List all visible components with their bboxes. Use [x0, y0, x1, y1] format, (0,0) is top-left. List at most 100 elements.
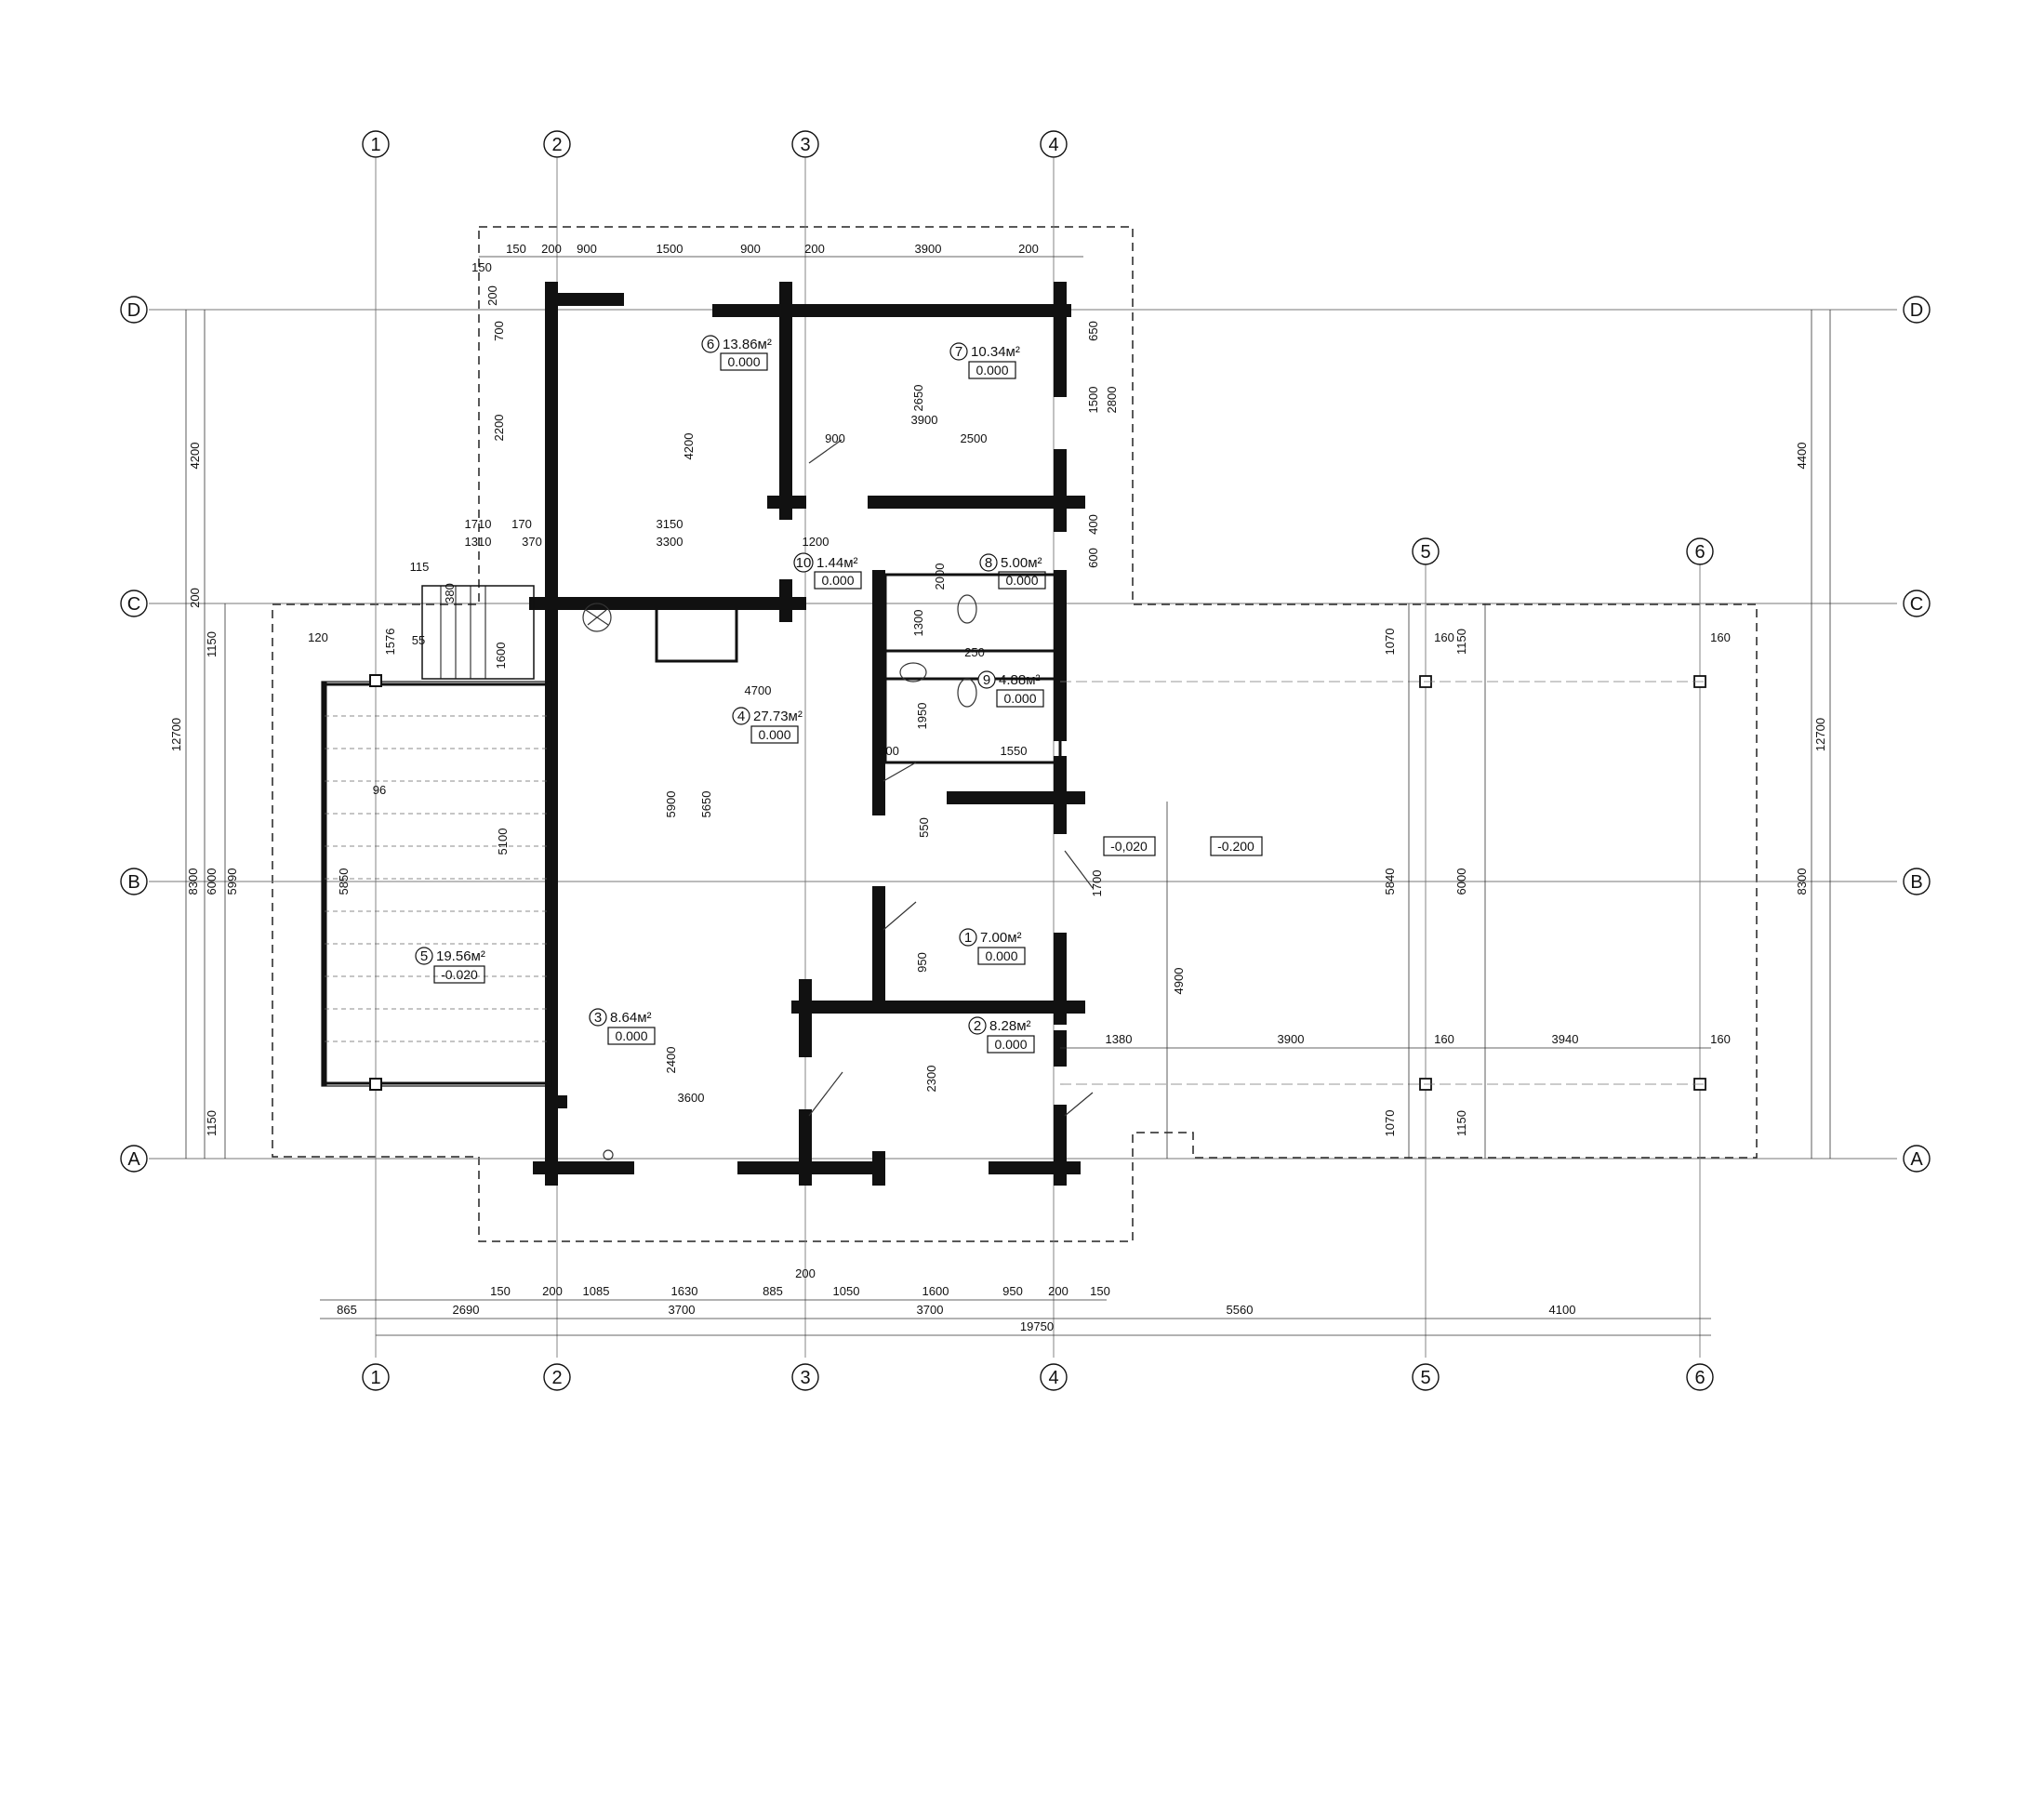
entry-steps: [421, 585, 535, 680]
dim-text: 650: [1086, 321, 1100, 341]
dim-text: 4900: [1172, 968, 1186, 995]
dim-text: 4700: [745, 683, 772, 697]
room-tag-4: 4 27.73м² 0.000: [732, 707, 803, 744]
axis-bubble-labels: 1 2 3 4 5 6 1 2 3 4 5 6 D C B A D C B A: [127, 135, 1924, 1388]
room-level: -0.020: [441, 967, 478, 982]
dim-text: 1700: [1090, 870, 1104, 897]
dim-text: 1050: [833, 1284, 860, 1298]
dim-text: 1380: [1106, 1032, 1133, 1046]
dim-text: 115: [410, 560, 430, 574]
dim-text: 400: [1086, 514, 1100, 535]
axis-bubble-top-1: [362, 130, 390, 158]
dim-text: 550: [917, 817, 931, 838]
carport-level-mark: -0.200: [1217, 839, 1254, 854]
axis-bubble-top-5: [1412, 537, 1440, 565]
door-swing: [808, 1071, 843, 1117]
room-area: 8.64м²: [610, 1010, 652, 1026]
dim-text: 800: [879, 744, 899, 758]
room-tags: 6 13.86м² 0.000 7 10.34м² 0.000 10 1.44м…: [415, 335, 1046, 1054]
room-number: 9: [983, 672, 990, 688]
dim-text: 160: [1710, 1032, 1731, 1046]
dim-text: 1310: [465, 535, 492, 549]
stair-line: [587, 609, 607, 626]
dim-left: 4200 200 12700 1150 8300 6000 5990 1150: [169, 443, 239, 1136]
room-number: 4: [737, 709, 745, 724]
dim-text: 1500: [1086, 387, 1100, 414]
dim-text: 160: [1710, 630, 1731, 644]
room-tag-10: 10 1.44м² 0.000: [793, 552, 862, 590]
axis-label-bottom-4: 4: [1048, 1368, 1058, 1388]
dim-text: 700: [492, 321, 506, 341]
dim-bottom-chain-2: 865 2690 3700 3700 5560 4100 19750: [337, 1303, 1575, 1333]
dim-misc: 150 200 700 2200 4200 2650 3900 900 2500…: [308, 260, 1186, 1105]
room-level: 0.000: [976, 363, 1008, 378]
axis-label-bottom-2: 2: [551, 1368, 562, 1388]
axis-bubble-right-d: [1903, 296, 1931, 324]
toilet-icon: [957, 594, 977, 624]
dim-text: 1550: [1001, 744, 1028, 758]
dim-text: 1600: [494, 643, 508, 669]
room-area: 8.28м²: [989, 1018, 1031, 1034]
axis-bubble-right-a: [1903, 1145, 1931, 1173]
axis-label-bottom-6: 6: [1694, 1368, 1705, 1388]
dim-text: 12700: [169, 718, 183, 751]
dim-text: 160: [1434, 630, 1454, 644]
dim-text: 5840: [1383, 868, 1397, 895]
dim-text: 1950: [915, 703, 929, 730]
dim-text: 5990: [225, 868, 239, 895]
dim-text: 2690: [453, 1303, 480, 1317]
dim-text: 200: [485, 285, 499, 306]
dim-text: 3900: [915, 242, 942, 256]
room-tag-1: 1 7.00м² 0.000: [959, 928, 1026, 965]
dim-text: 200: [804, 242, 825, 256]
dim-text: 2400: [664, 1047, 678, 1074]
dim-text: 2500: [961, 431, 988, 445]
dim-carport: 1380 3900 160 3940 160 160 160 1070 1150…: [1106, 629, 1731, 1137]
carport-beams: [1060, 681, 1706, 1085]
room-tag-3: 3 8.64м² 0.000: [589, 1008, 656, 1045]
dim-right: 4400 12700 8300: [1795, 443, 1827, 895]
dim-text: 3150: [657, 517, 684, 531]
dim-text: 1500: [657, 242, 684, 256]
axis-label-left-d: D: [127, 300, 140, 321]
dim-text: 1300: [911, 610, 925, 637]
dim-text: 6000: [1454, 868, 1468, 895]
dim-text: 1576: [383, 629, 397, 656]
dim-text: 4400: [1795, 443, 1809, 470]
dim-text: 5900: [664, 791, 678, 818]
dim-text: 200: [795, 1266, 816, 1280]
axis-bubble-top-2: [543, 130, 571, 158]
dim-text: 885: [763, 1284, 783, 1298]
axis-bubble-bottom-2: [543, 1363, 571, 1391]
dim-text: 1085: [583, 1284, 610, 1298]
axis-bubble-left-c: [120, 590, 148, 617]
dim-text: 1600: [922, 1284, 949, 1298]
veranda-joists: [325, 715, 549, 1042]
room-tag-5: 5 19.56м² -0.020: [415, 947, 485, 984]
veranda-deck: [321, 681, 552, 1087]
dim-text: 8300: [1795, 868, 1809, 895]
dim-text: 3700: [669, 1303, 696, 1317]
axis-bubbles: [120, 130, 1931, 1391]
dim-text: 5650: [699, 791, 713, 818]
axis-label-left-b: B: [127, 872, 139, 893]
dim-text: 1150: [1454, 629, 1468, 655]
dim-text: 900: [740, 242, 761, 256]
room-area: 1.44м²: [816, 555, 858, 571]
axis-label-bottom-1: 1: [370, 1368, 380, 1388]
level-marks: -0,020 -0.200: [1103, 836, 1263, 856]
dim-text: 170: [511, 517, 532, 531]
dim-text: 150: [490, 1284, 511, 1298]
dim-text: 3300: [657, 535, 684, 549]
dim-text: 3600: [678, 1091, 705, 1105]
dim-text: 1150: [1454, 1110, 1468, 1136]
axis-bubble-left-d: [120, 296, 148, 324]
axis-bubble-left-a: [120, 1145, 148, 1173]
sink-icon: [899, 662, 927, 683]
room-number: 3: [594, 1010, 602, 1026]
dim-text: 8300: [186, 868, 200, 895]
axis-bubble-left-b: [120, 868, 148, 895]
roof-outline: [272, 226, 1758, 1242]
axis-bubble-right-b: [1903, 868, 1931, 895]
